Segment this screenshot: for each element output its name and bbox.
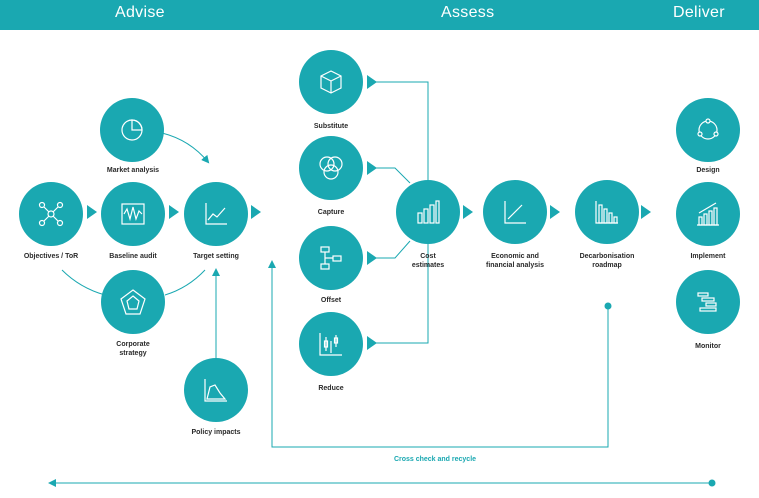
offset-label: Offset (320, 297, 342, 304)
phase-deliver-label: Deliver (673, 4, 725, 21)
cost-estimates-label: Cost estimates (411, 253, 445, 269)
pie-chart-icon (121, 119, 143, 141)
arrow-objectives (87, 205, 97, 219)
decarbonisation-roadmap-label: Decarbonisation roadmap (579, 253, 635, 269)
arrow-capture (367, 161, 377, 175)
phase-header-bar: Advise Assess Deliver (0, 0, 759, 30)
timeline-start-dot (708, 479, 716, 487)
corporate-strategy-node[interactable] (101, 270, 165, 334)
capture-label: Capture (317, 209, 345, 216)
cycle-icon (697, 118, 719, 140)
design-label: Design (696, 167, 720, 174)
market-analysis-label: Market analysis (106, 167, 160, 174)
connector-offset-to-cost (376, 240, 411, 259)
cube-icon (320, 70, 342, 94)
reduce-node[interactable] (299, 312, 363, 376)
market-analysis-node[interactable] (100, 98, 164, 162)
connector-corporate-to-objectives (61, 269, 106, 296)
rising-bars-icon (697, 202, 719, 226)
baseline-audit-node[interactable] (101, 182, 165, 246)
arrow-roadmap (641, 205, 651, 219)
substitute-node[interactable] (299, 50, 363, 114)
axis-chart-icon (504, 201, 526, 224)
offset-node[interactable] (299, 226, 363, 290)
arrow-baseline (169, 205, 179, 219)
cost-estimates-node[interactable] (396, 180, 460, 244)
cross-check-label: Cross check and recycle (393, 456, 477, 463)
phase-assess-label: Assess (441, 4, 495, 21)
target-setting-node[interactable] (184, 182, 248, 246)
arrow-target (251, 205, 261, 219)
baseline-audit-label: Baseline audit (109, 253, 157, 260)
gantt-icon (697, 292, 717, 312)
waveform-icon (121, 203, 145, 225)
target-setting-label: Target setting (193, 253, 239, 260)
policy-impacts-node[interactable] (184, 358, 248, 422)
declining-bars-icon (595, 201, 618, 224)
corporate-strategy-label: Corporate strategy (116, 341, 150, 357)
connector-cross-check-loop (268, 260, 609, 448)
arrow-offset (367, 251, 377, 265)
reduce-label: Reduce (318, 385, 344, 392)
line-chart-icon (205, 203, 227, 225)
implement-node[interactable] (676, 182, 740, 246)
connector-capture-to-cost (376, 167, 411, 184)
objectives-tor-label: Objectives / ToR (23, 253, 79, 260)
arrow-cost (463, 205, 473, 219)
area-chart-icon (204, 379, 227, 402)
candlestick-icon (319, 333, 342, 356)
capture-node[interactable] (299, 136, 363, 200)
connector-market-to-target (161, 132, 210, 164)
phase-advise-label: Advise (115, 4, 165, 21)
arrow-substitute (367, 75, 377, 89)
connector-corporate-to-target (164, 269, 206, 296)
arrow-economic (550, 205, 560, 219)
substitute-label: Substitute (313, 123, 349, 130)
venn-icon (319, 156, 343, 180)
arrow-reduce (367, 336, 377, 350)
economic-financial-analysis-node[interactable] (483, 180, 547, 244)
loop-start-dot (604, 302, 612, 310)
connector-reduce-to-cost (376, 243, 429, 344)
network-icon (38, 201, 64, 227)
design-node[interactable] (676, 98, 740, 162)
objectives-tor-node[interactable] (19, 182, 83, 246)
policy-impacts-label: Policy impacts (191, 429, 241, 436)
bar-chart-icon (417, 200, 440, 224)
monitor-label: Monitor (695, 343, 721, 350)
radar-icon (120, 289, 146, 315)
flowchart-icon (320, 246, 342, 270)
connector-substitute-to-cost (376, 81, 429, 183)
decarbonisation-roadmap-node[interactable] (575, 180, 639, 244)
implement-label: Implement (690, 253, 726, 260)
monitor-node[interactable] (676, 270, 740, 334)
economic-financial-analysis-label: Economic and financial analysis (486, 253, 544, 269)
